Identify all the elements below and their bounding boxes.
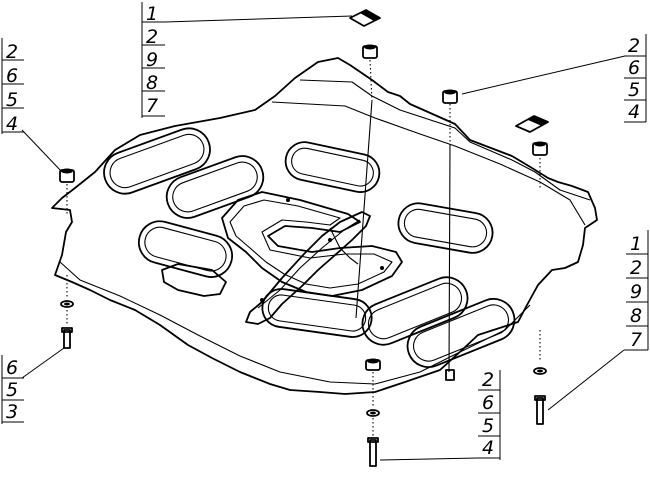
callout-label: 9: [630, 281, 642, 303]
callout-right: 1 2 9 8 7: [624, 230, 649, 351]
callout-label: 8: [630, 305, 642, 327]
callout-label: 6: [628, 57, 640, 79]
leader-lines: [21, 15, 626, 461]
callout-label: 7: [630, 329, 642, 351]
callout-bottom-center: 2 6 5 4: [478, 369, 501, 460]
callout-label: 2: [146, 26, 158, 48]
callout-label: 5: [6, 89, 18, 111]
callout-label: 3: [6, 401, 18, 423]
callout-top-left: 2 6 5 4: [1, 38, 24, 135]
callout-label: 7: [146, 95, 158, 117]
callout-label: 6: [482, 392, 494, 414]
callout-label: 9: [146, 49, 158, 71]
callout-label: 2: [630, 257, 642, 279]
fasteners: [59, 9, 549, 467]
callout-label: 5: [628, 79, 640, 101]
callout-label: 4: [6, 113, 18, 135]
callout-top-center: 1 2 9 8 7: [141, 2, 165, 118]
callout-label: 6: [6, 357, 18, 379]
callout-label: 2: [628, 35, 640, 57]
callout-label: 2: [6, 41, 18, 63]
callout-label: 1: [146, 3, 158, 25]
callout-label: 5: [6, 379, 18, 401]
callout-label: 8: [146, 72, 158, 94]
callout-top-right: 2 6 5 4: [624, 34, 647, 123]
center-bracket: [245, 198, 384, 325]
callout-label: 4: [628, 101, 640, 123]
skid-plate: [51, 57, 598, 395]
callout-label: 1: [630, 233, 642, 255]
callout-label: 2: [482, 369, 494, 391]
callout-bottom-left: 6 5 3: [1, 355, 24, 424]
callout-label: 6: [6, 65, 18, 87]
assembly-axes: [66, 59, 541, 436]
callout-label: 5: [482, 415, 494, 437]
callout-label: 4: [482, 437, 494, 459]
